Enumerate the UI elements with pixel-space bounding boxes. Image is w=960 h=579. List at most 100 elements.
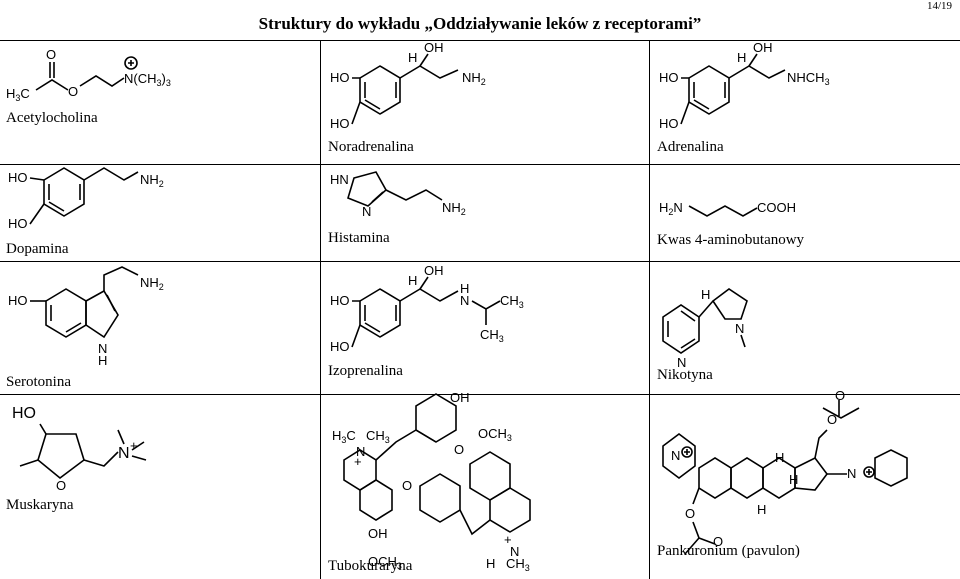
cell-nicotine: N H N Nikotyna: [649, 261, 960, 394]
svg-text:HO: HO: [330, 293, 350, 308]
compound-name-muscarine: Muskaryna: [6, 497, 74, 513]
noradrenaline-structure: HO HO H OH NH2: [330, 40, 486, 131]
cell-histamine: HN N NH2 Histamina: [320, 164, 649, 261]
svg-text:N(CH3)3: N(CH3)3: [124, 71, 171, 88]
svg-text:HO: HO: [330, 116, 350, 131]
svg-text:O: O: [68, 84, 78, 99]
svg-text:OH: OH: [450, 390, 470, 405]
compound-name-serotonin: Serotonina: [6, 374, 71, 390]
serotonin-structure: HO N H NH2: [8, 266, 164, 368]
cell-tubocurarine: H3C CH3 N + OH O O OCH3 OH OCH3 H N + CH…: [320, 390, 649, 579]
svg-text:N: N: [98, 341, 107, 356]
svg-text:H2N: H2N: [659, 200, 683, 217]
svg-text:CH3: CH3: [506, 556, 530, 573]
compound-name-nicotine: Nikotyna: [657, 367, 713, 383]
gaba-structure: H2N COOH: [659, 200, 796, 217]
svg-text:NHCH3: NHCH3: [787, 70, 830, 87]
tubocurarine-structure: H3C CH3 N + OH O O OCH3 OH OCH3 H N + CH…: [332, 390, 531, 573]
svg-text:N: N: [362, 204, 371, 219]
svg-text:+: +: [504, 532, 512, 547]
svg-text:N: N: [118, 445, 130, 462]
table-border-top: [0, 40, 960, 41]
svg-text:OCH3: OCH3: [478, 426, 512, 443]
compound-name-gaba: Kwas 4-aminobutanowy: [657, 232, 805, 248]
svg-text:H: H: [460, 281, 469, 296]
svg-text:CH3: CH3: [500, 293, 524, 310]
table-col-divider: [320, 40, 321, 579]
cell-pancuronium: N N O O O O H H H Pankuronium (pavulon): [649, 388, 960, 579]
structures-table: H3C O O N(CH3)3 Acetylocholina HO HO H O…: [0, 40, 960, 579]
cell-gaba: H2N COOH Kwas 4-aminobutanowy: [649, 164, 960, 261]
svg-text:CH3: CH3: [480, 327, 504, 344]
cell-isoprenaline: HO HO H OH H N CH3 CH3 Izoprenalina: [320, 261, 649, 394]
svg-text:O: O: [454, 442, 464, 457]
svg-text:HO: HO: [659, 116, 679, 131]
svg-text:O: O: [402, 478, 412, 493]
compound-name-tubocurarine: Tubokuraryna: [328, 558, 413, 574]
svg-text:+: +: [130, 438, 138, 453]
svg-text:OH: OH: [424, 263, 444, 278]
table-row-divider: [0, 394, 960, 395]
svg-text:OH: OH: [368, 526, 388, 541]
cell-serotonin: HO N H NH2 Serotonina: [0, 261, 320, 394]
compound-name-noradrenaline: Noradrenalina: [328, 139, 414, 155]
page-title: Struktury do wykładu „Oddziaływanie lekó…: [258, 14, 702, 33]
svg-text:H3C: H3C: [6, 86, 30, 103]
svg-text:COOH: COOH: [757, 200, 796, 215]
svg-text:O: O: [835, 388, 845, 403]
adrenaline-structure: HO HO H OH NHCH3: [659, 40, 830, 131]
svg-text:CH3: CH3: [366, 428, 390, 445]
svg-text:HO: HO: [659, 70, 679, 85]
svg-text:HO: HO: [8, 216, 28, 231]
pancuronium-structure: N N O O O O H H H: [662, 388, 908, 555]
svg-text:OCH3: OCH3: [368, 554, 402, 571]
svg-text:H: H: [486, 556, 495, 571]
svg-text:H: H: [789, 472, 798, 487]
svg-text:N: N: [735, 321, 744, 336]
svg-text:H: H: [757, 502, 766, 517]
muscarine-structure: HO O N +: [12, 405, 147, 493]
acetylcholine-structure: H3C O O N(CH3)3: [6, 47, 171, 103]
svg-text:NH2: NH2: [140, 172, 164, 189]
compound-name-dopamine: Dopamina: [6, 241, 69, 257]
svg-text:H: H: [408, 50, 417, 65]
histamine-structure: HN N NH2: [330, 171, 466, 219]
compound-name-pancuronium: Pankuronium (pavulon): [657, 543, 800, 559]
svg-text:O: O: [46, 47, 56, 62]
cell-acetylcholine: H3C O O N(CH3)3 Acetylocholina: [0, 40, 320, 164]
cell-muscarine: HO O N + Muskaryna: [0, 394, 320, 579]
svg-text:H3C: H3C: [332, 428, 356, 445]
svg-text:HO: HO: [330, 339, 350, 354]
cell-dopamine: HO HO NH2 Dopamina: [0, 164, 320, 261]
svg-text:O: O: [827, 412, 837, 427]
svg-text:O: O: [713, 534, 723, 549]
compound-name-histamine: Histamina: [328, 230, 390, 246]
svg-text:N: N: [677, 355, 686, 370]
svg-text:H: H: [701, 287, 710, 302]
cell-adrenaline: HO HO H OH NHCH3 Adrenalina: [649, 40, 960, 164]
compound-name-adrenaline: Adrenalina: [657, 139, 724, 155]
svg-text:H: H: [98, 353, 107, 368]
svg-text:HO: HO: [12, 405, 36, 422]
compound-name-acetylcholine: Acetylocholina: [6, 110, 98, 126]
svg-text:NH2: NH2: [462, 70, 486, 87]
svg-text:+: +: [354, 454, 362, 469]
svg-text:NH2: NH2: [140, 275, 164, 292]
svg-text:O: O: [56, 478, 66, 493]
svg-text:OH: OH: [424, 40, 444, 55]
svg-text:HO: HO: [8, 293, 28, 308]
svg-text:OH: OH: [753, 40, 773, 55]
svg-text:H: H: [737, 50, 746, 65]
svg-text:HO: HO: [330, 70, 350, 85]
svg-text:HN: HN: [330, 172, 349, 187]
svg-text:N: N: [671, 448, 680, 463]
nicotine-structure: N H N: [662, 287, 748, 370]
isoprenaline-structure: HO HO H OH H N CH3 CH3: [330, 263, 524, 354]
table-row-divider: [0, 164, 960, 165]
svg-text:N: N: [510, 544, 519, 559]
svg-text:N: N: [847, 466, 856, 481]
compound-name-isoprenaline: Izoprenalina: [328, 363, 403, 379]
svg-text:N: N: [460, 293, 469, 308]
svg-text:N: N: [356, 444, 365, 459]
page-number: 14/19: [926, 0, 952, 12]
